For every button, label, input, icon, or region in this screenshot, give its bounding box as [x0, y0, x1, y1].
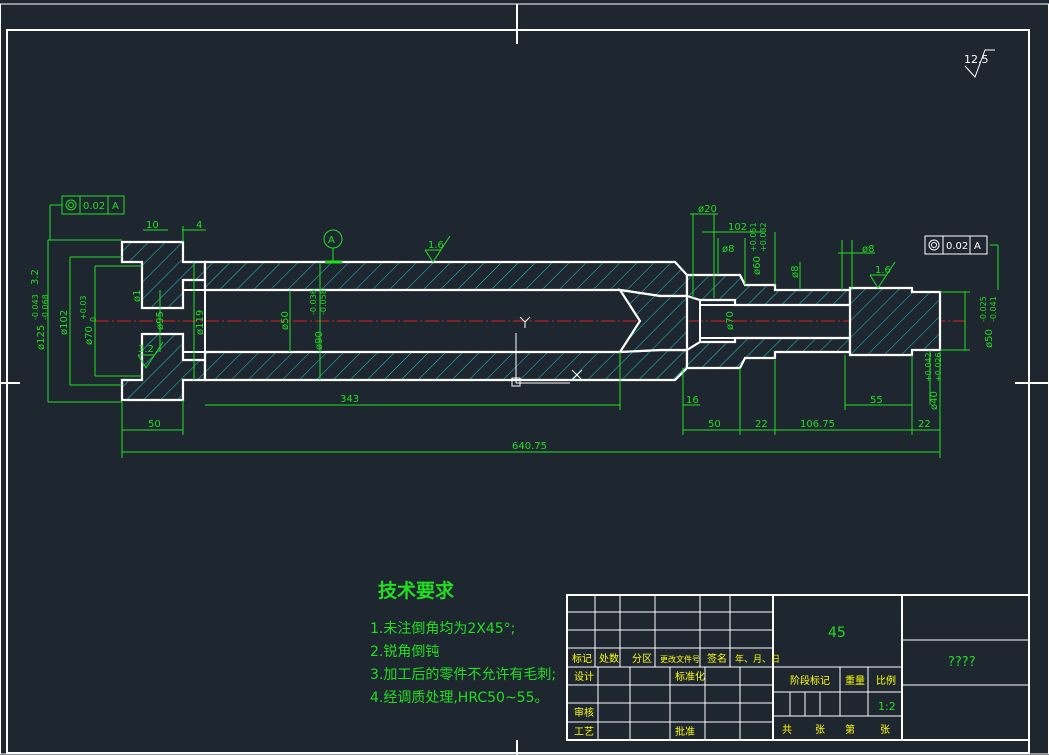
- dim-d125-dn: -0.068: [41, 294, 50, 320]
- tech-item-2: 2.锐角倒钝: [370, 644, 439, 660]
- dim-d50: ø50: [280, 311, 291, 330]
- global-surface-finish: 12.5: [964, 49, 995, 78]
- svg-text:640.75: 640.75: [512, 441, 547, 452]
- tech-requirements: 技术要求 1.未注倒角均为2X45°; 2.锐角倒钝 3.加工后的零件不允许有毛…: [370, 579, 556, 706]
- svg-text:16: 16: [686, 395, 699, 406]
- roughness-1: 1.6: [428, 240, 444, 251]
- tech-item-3: 3.加工后的零件不允许有毛刺;: [370, 667, 556, 683]
- svg-text:102: 102: [728, 222, 747, 233]
- svg-text:张: 张: [880, 724, 890, 736]
- svg-text:标准化: 标准化: [675, 670, 705, 683]
- dim-d70-tol0: 0: [89, 317, 98, 322]
- svg-text:分区: 分区: [632, 653, 652, 665]
- dim-d40-up: +0.042: [924, 352, 933, 382]
- tol-value-right: 0.02: [946, 241, 968, 252]
- svg-text:审核: 审核: [574, 706, 594, 719]
- dim-d32: 3.2: [30, 269, 41, 285]
- dim-d70b: ø70: [725, 311, 736, 330]
- dim-d8c: ø8: [790, 266, 801, 278]
- dim-d119: ø119: [195, 310, 206, 335]
- roughness-3: 3.2: [138, 344, 154, 355]
- dim-d102: ø102: [59, 310, 70, 335]
- svg-text:工艺: 工艺: [574, 726, 594, 738]
- tol-value-left: 0.02: [83, 201, 105, 212]
- svg-text:50: 50: [708, 419, 721, 430]
- dimension-texts: 10 4 ø20 102 ø8 ø8 343 16 55 50 50 22 10…: [146, 204, 931, 452]
- dim-d95: ø95: [155, 311, 166, 330]
- bore-outlines: [183, 262, 851, 380]
- svg-text:阶段标记: 阶段标记: [790, 674, 830, 687]
- dim-d125: ø125: [36, 325, 47, 350]
- title-block: [566, 594, 1030, 741]
- svg-text:更改文件号: 更改文件号: [660, 654, 700, 664]
- dim-d40: ø40: [929, 391, 940, 410]
- svg-text:处数: 处数: [599, 652, 619, 665]
- svg-text:标记: 标记: [572, 653, 592, 665]
- svg-text:第: 第: [845, 723, 855, 736]
- tech-title: 技术要求: [378, 579, 455, 602]
- tolerance-frame-left: 0.02 A: [61, 195, 125, 215]
- tol-datum-right: A: [974, 241, 981, 252]
- svg-text:重量: 重量: [845, 674, 865, 687]
- tech-item-1: 1.未注倒角均为2X45°;: [370, 621, 515, 637]
- dim-d90: ø90: [314, 331, 325, 350]
- dim-d70-tol: +0.03: [79, 295, 88, 320]
- dim-d50r-up: -0.025: [979, 296, 988, 322]
- svg-text:22: 22: [755, 419, 768, 430]
- dim-d70: ø70: [84, 326, 95, 345]
- svg-text:343: 343: [340, 394, 359, 405]
- dim-d125-up: -0.043: [31, 294, 40, 320]
- title-block-texts: 标记 处数 分区 更改文件号 签名 年、月、日 设计 标准化 审核 工艺 批准 …: [572, 652, 896, 738]
- ucs-icon: [511, 316, 583, 387]
- scale: 1:2: [878, 700, 896, 713]
- svg-text:张: 张: [815, 724, 825, 736]
- datum-a-symbol: A: [323, 229, 343, 249]
- svg-text:ø8: ø8: [722, 244, 734, 255]
- finish-value: 12.5: [964, 53, 989, 66]
- dim-d50r: ø50: [984, 329, 995, 348]
- svg-text:55: 55: [870, 395, 883, 406]
- svg-text:共: 共: [782, 724, 792, 736]
- dim-d40-dn: +0.026: [934, 352, 943, 382]
- svg-text:22: 22: [918, 419, 931, 430]
- svg-text:ø8: ø8: [862, 244, 874, 255]
- svg-text:4: 4: [196, 220, 202, 231]
- svg-text:106.75: 106.75: [800, 419, 835, 430]
- dim-d1: ø1: [132, 290, 143, 302]
- svg-text:50: 50: [148, 419, 161, 430]
- svg-text:年、月、日: 年、月、日: [735, 653, 780, 665]
- svg-text:签名: 签名: [707, 652, 727, 665]
- roughness-symbols: [137, 235, 896, 369]
- tech-item-4: 4.经调质处理,HRC50~55。: [370, 690, 549, 706]
- dim-d90-up: -0.036: [309, 289, 318, 315]
- dim-d60-dn: +0.032: [759, 222, 768, 252]
- svg-text:A: A: [328, 235, 335, 246]
- dim-d60-up: +0.051: [749, 222, 758, 252]
- roughness-2: 1.6: [875, 265, 891, 276]
- material: 45: [828, 625, 846, 641]
- dim-d60: ø60: [752, 256, 763, 275]
- dim-d90-dn: -0.058: [319, 289, 328, 315]
- part-name: ????: [948, 655, 976, 670]
- svg-text:设计: 设计: [574, 670, 594, 683]
- svg-text:ø20: ø20: [698, 204, 717, 215]
- tolerance-frame-right: 0.02 A: [924, 235, 988, 255]
- tol-datum-left: A: [112, 201, 119, 212]
- dim-d50r-dn: -0.041: [989, 296, 998, 322]
- svg-text:批准: 批准: [675, 725, 695, 738]
- svg-text:比例: 比例: [876, 674, 896, 687]
- dimension-lines: [47, 204, 999, 458]
- svg-text:10: 10: [146, 220, 159, 231]
